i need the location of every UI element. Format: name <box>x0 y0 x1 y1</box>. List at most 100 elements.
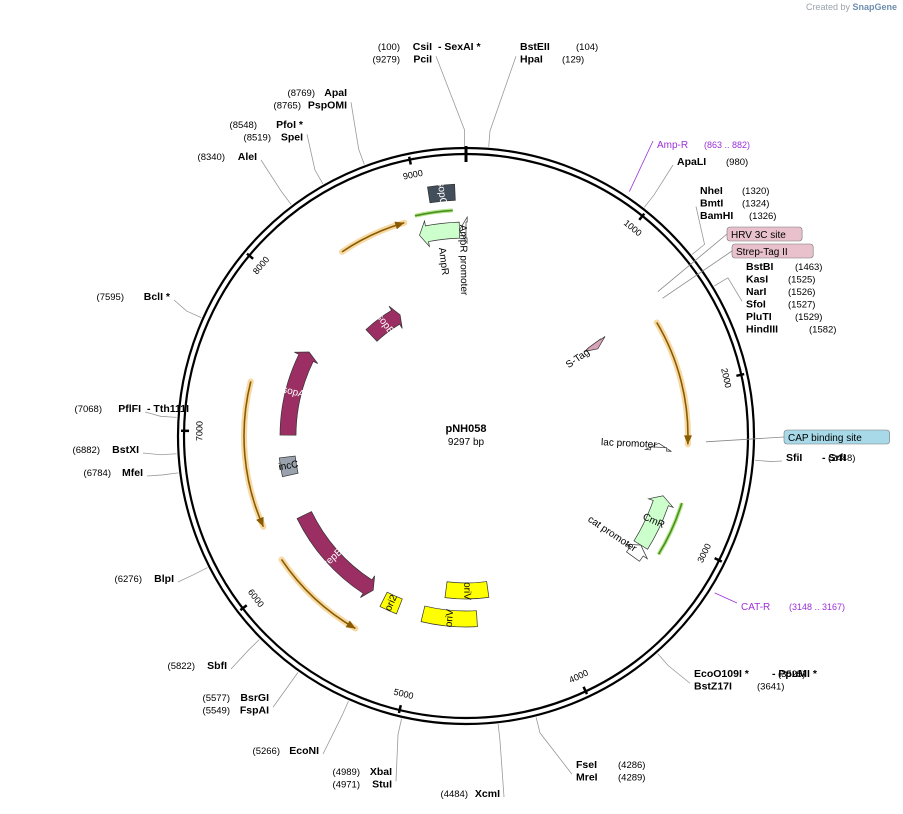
tick-mark <box>582 686 589 695</box>
site-leader <box>691 206 706 255</box>
tick-label: 4000 <box>567 668 589 686</box>
primer-leader <box>629 140 654 192</box>
site-name: ApaLI <box>677 156 706 168</box>
site-suffix: - Tth111I <box>147 403 189 415</box>
tick-mark <box>638 212 646 221</box>
tick-label: 5000 <box>393 687 415 701</box>
feature-label: AmpR promoter <box>457 225 469 296</box>
boxed-label-leader <box>705 436 785 443</box>
site-name: NarI <box>746 286 767 298</box>
feature-ori2 <box>379 591 403 615</box>
site-name: BstXI <box>112 444 139 456</box>
site-position: (8548) <box>230 120 257 131</box>
site-position: (2448) <box>828 453 855 464</box>
orange-arc-1-halo <box>653 319 691 448</box>
feature-label: oriV <box>461 582 472 600</box>
site-name: HpaI <box>520 54 543 66</box>
site-name: BlpI <box>154 573 174 585</box>
boxed-label: Strep-Tag II <box>736 247 788 258</box>
site-name: EcoNI <box>289 745 319 757</box>
site-name: PfoI * <box>276 119 304 131</box>
tick-mark <box>246 252 254 260</box>
plasmid-size: 9297 bp <box>448 437 485 448</box>
site-position: (5549) <box>203 706 230 717</box>
boxed-label: HRV 3C site <box>731 230 786 241</box>
site-name: PluTI <box>746 311 772 323</box>
site-name: BsrGI <box>240 692 269 704</box>
tick-label: 9000 <box>402 168 424 182</box>
tick-label: 3000 <box>695 542 713 564</box>
site-position: (1529) <box>795 312 822 323</box>
orange-arc-3-arrowhead <box>256 516 264 527</box>
snapgene-logo: SnapGene <box>852 2 897 12</box>
site-position: (104) <box>576 42 598 53</box>
site-name: BamHI <box>700 210 733 222</box>
site-name: FspAI <box>240 705 269 717</box>
site-name: MreI <box>576 772 598 784</box>
site-leader <box>754 459 783 462</box>
tick-label: 6000 <box>246 587 266 609</box>
plasmid-name: pNH058 <box>446 423 487 435</box>
site-leader <box>260 159 292 205</box>
site-name: XcmI <box>475 788 500 800</box>
primer-name: Amp-R <box>657 140 688 151</box>
site-position: (5822) <box>168 661 195 672</box>
site-leader <box>146 472 179 477</box>
site-position: (9279) <box>373 55 400 66</box>
site-position: (8519) <box>244 133 271 144</box>
cat-r-primer-arc <box>657 502 683 555</box>
site-position: (1525) <box>788 275 815 286</box>
site-position: (1320) <box>742 186 769 197</box>
site-suffix: - PpuMI * <box>772 668 818 680</box>
feature-sopb <box>365 305 403 342</box>
site-name: BstZ17I <box>694 681 732 693</box>
feature-cat-promoter <box>624 543 649 562</box>
site-position: (1324) <box>742 199 769 210</box>
site-suffix: - SexAI * <box>438 41 482 53</box>
site-leader <box>142 452 177 456</box>
boxed-label-leader <box>662 250 733 299</box>
site-position: (4286) <box>618 760 645 771</box>
site-leader <box>497 724 505 798</box>
amp-r-primer-arc <box>414 209 453 217</box>
orange-arc-4-arrowhead <box>345 620 356 629</box>
orange-arcs-group <box>241 219 692 632</box>
site-leader <box>230 639 260 670</box>
tick-label: 8000 <box>251 255 272 277</box>
site-name: SpeI <box>281 132 303 144</box>
site-leader <box>488 56 517 147</box>
site-name: HindIII <box>746 324 778 336</box>
primer-range: (3148 .. 3167) <box>789 602 845 612</box>
site-position: (4971) <box>333 780 360 791</box>
site-name: PciI <box>413 54 432 66</box>
boxed-label-bg <box>783 429 890 445</box>
site-name: FseI <box>576 759 597 771</box>
tick-mark <box>736 372 745 378</box>
site-name: BclI * <box>144 291 171 303</box>
site-position: (8765) <box>274 101 301 112</box>
feature-label: sopA <box>281 384 306 400</box>
orange-arc-2-arrowhead <box>394 221 405 230</box>
site-leader <box>435 56 466 147</box>
site-name: SbfI <box>207 660 227 672</box>
tick-mark <box>239 604 248 612</box>
feature-s-tag <box>583 336 606 352</box>
site-leader <box>535 717 573 775</box>
site-leader <box>272 672 299 708</box>
boxed-label: CAP binding site <box>788 433 862 444</box>
orange-arc-1 <box>656 322 689 445</box>
site-leader <box>713 277 743 302</box>
site-name: BstBI <box>746 261 774 273</box>
site-position: (1527) <box>788 300 815 311</box>
feature-sopa <box>279 351 319 436</box>
primer-leader <box>714 592 738 604</box>
site-leader <box>322 700 349 755</box>
site-position: (1582) <box>809 325 836 336</box>
boxed-label-bg <box>731 243 814 259</box>
site-position: (4484) <box>441 789 468 800</box>
feature-ampr-promoter <box>459 215 468 245</box>
boxed-label-bg <box>726 226 803 242</box>
site-name: MfeI <box>122 467 143 479</box>
